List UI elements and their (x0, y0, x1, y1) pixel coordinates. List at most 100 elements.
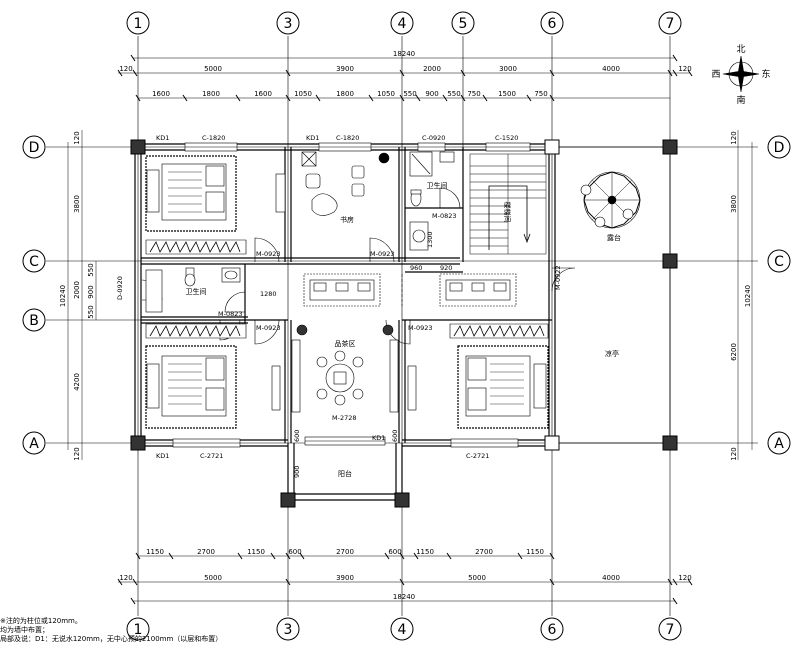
dim-top-120a: 120 (119, 65, 132, 73)
label-m0923-c: M-0923 (256, 324, 281, 332)
windows (172, 142, 531, 448)
bed-top-left (145, 155, 247, 255)
axis-col-1-bottom: 1 (134, 622, 143, 638)
columns (130, 139, 678, 508)
dim-top-1600b: 1600 (254, 90, 272, 98)
axis-row-c-right: C (774, 254, 784, 270)
lounge-sofas (303, 273, 517, 307)
compass-south: 南 (736, 94, 745, 106)
dim-left-900: 900 (87, 285, 95, 298)
dim-top-1800b: 1800 (336, 90, 354, 98)
label-c1520: C-1520 (495, 134, 518, 142)
dim-bottom-1150c: 1150 (416, 548, 434, 556)
dim-top-3900: 3900 (336, 65, 354, 73)
axis-col-6: 6 (548, 16, 557, 32)
dim-bottom-1150d: 1150 (526, 548, 544, 556)
dim-left-120b: 120 (73, 447, 81, 460)
label-kd1-balcony: KD1 (372, 434, 385, 442)
label-c1820-left: C-1820 (202, 134, 225, 142)
umbrella-table (580, 171, 641, 229)
axis-bubbles-top: 1 3 4 5 6 7 (126, 11, 682, 35)
axis-col-6-bottom: 6 (548, 622, 557, 638)
dim-bottom-1150b: 1150 (247, 548, 265, 556)
dim-right-3800: 3800 (730, 195, 738, 213)
dim-top-550b: 550 (447, 90, 460, 98)
dim-top-4000: 4000 (602, 65, 620, 73)
axis-row-a-right: A (774, 436, 784, 452)
label-920: 920 (440, 264, 452, 272)
label-d0920: D-0920 (116, 276, 124, 300)
compass-north: 北 (736, 44, 745, 55)
room-terrace: 露台 (607, 233, 621, 242)
dim-left-550b: 550 (87, 305, 95, 318)
left-dimensions: 10240 120 3800 2000 4200 120 550 900 550 (59, 130, 97, 461)
axis-row-b-left: B (29, 313, 39, 329)
label-960: 960 (410, 264, 422, 272)
compass-west: 西 (711, 69, 720, 80)
room-study: 书房 (340, 215, 354, 224)
axis-col-7: 7 (666, 16, 675, 32)
room-garden: 凉亭 (605, 349, 619, 358)
axis-col-3: 3 (284, 16, 293, 32)
axis-row-c-left: C (29, 254, 39, 270)
drawing-notes: ※注的为柱位或120mm。 均为墙中布置； 局部及说：D1：无说水120mm，无… (0, 617, 222, 644)
label-600a: 600 (293, 430, 301, 442)
axis-bubbles-bottom: 1 3 4 6 7 (126, 617, 682, 641)
compass-icon: 北 南 东 西 (711, 44, 770, 106)
label-c0920: C-0920 (422, 134, 445, 142)
dim-right-6200: 6200 (730, 343, 738, 361)
dim-left-550a: 550 (87, 263, 95, 276)
dim-bottom-1150a: 1150 (146, 548, 164, 556)
dim-bottom-2700a: 2700 (197, 548, 215, 556)
dim-bottom-600b: 600 (388, 548, 401, 556)
dim-bottom-2700c: 2700 (475, 548, 493, 556)
room-labels: 书房 卫生间 卫生间 露台 品茶区 阳台 凉亭 楼梯间 (186, 181, 622, 478)
dim-top-3000: 3000 (499, 65, 517, 73)
axis-col-4-bottom: 4 (398, 622, 407, 638)
study-furniture (275, 151, 390, 216)
bed-bottom-right (407, 323, 549, 429)
dim-total-bottom: 18240 (393, 593, 415, 601)
dim-left-total: 10240 (59, 285, 67, 307)
dim-bottom-4000: 4000 (602, 574, 620, 582)
dim-right-120a: 120 (730, 131, 738, 144)
label-m0923-a: M-0923 (256, 250, 281, 258)
room-bath-upper: 卫生间 (427, 181, 448, 190)
axis-row-d-left: D (29, 140, 40, 156)
dim-bottom-120b: 120 (678, 574, 691, 582)
dim-top-550a: 550 (403, 90, 416, 98)
note-line-3: 局部及说：D1：无说水120mm，无中心预的2100mm（以层和布置） (0, 635, 223, 643)
room-balcony: 阳台 (338, 469, 352, 478)
axis-col-1: 1 (134, 16, 143, 32)
dim-top-1500: 1500 (498, 90, 516, 98)
axis-row-a-left: A (29, 436, 39, 452)
room-tea: 品茶区 (335, 339, 356, 348)
dim-bottom-120a: 120 (119, 574, 132, 582)
dim-top-120b: 120 (678, 65, 691, 73)
dim-top-900: 900 (425, 90, 438, 98)
dim-top-1050b: 1050 (377, 90, 395, 98)
compass-east: 东 (761, 68, 770, 80)
label-1280: 1280 (260, 290, 277, 298)
room-stair: 楼梯间 (503, 202, 512, 223)
dim-bottom-2700b: 2700 (336, 548, 354, 556)
dim-top-5000: 5000 (204, 65, 222, 73)
label-kd1-study: KD1 (306, 134, 319, 142)
label-m0823-upper: M-0823 (432, 212, 457, 220)
label-m0923-b: M-0923 (370, 250, 395, 258)
tea-area-furniture (291, 324, 399, 413)
dim-left-120a: 120 (73, 131, 81, 144)
axis-col-5: 5 (459, 16, 468, 32)
label-c2721-left: C-2721 (200, 452, 223, 460)
label-600b: 600 (391, 430, 399, 442)
dim-left-4200: 4200 (73, 373, 81, 391)
dim-top-2000: 2000 (423, 65, 441, 73)
label-c1820-study: C-1820 (336, 134, 359, 142)
dim-left-2000: 2000 (73, 281, 81, 299)
axis-col-3-bottom: 3 (284, 622, 293, 638)
dim-bottom-3900: 3900 (336, 574, 354, 582)
right-dimensions: 120 3800 6200 120 10240 (730, 130, 753, 461)
top-dimensions: 18240 120 5000 3900 2000 3000 4000 120 1… (117, 50, 693, 102)
staircase (469, 153, 547, 255)
